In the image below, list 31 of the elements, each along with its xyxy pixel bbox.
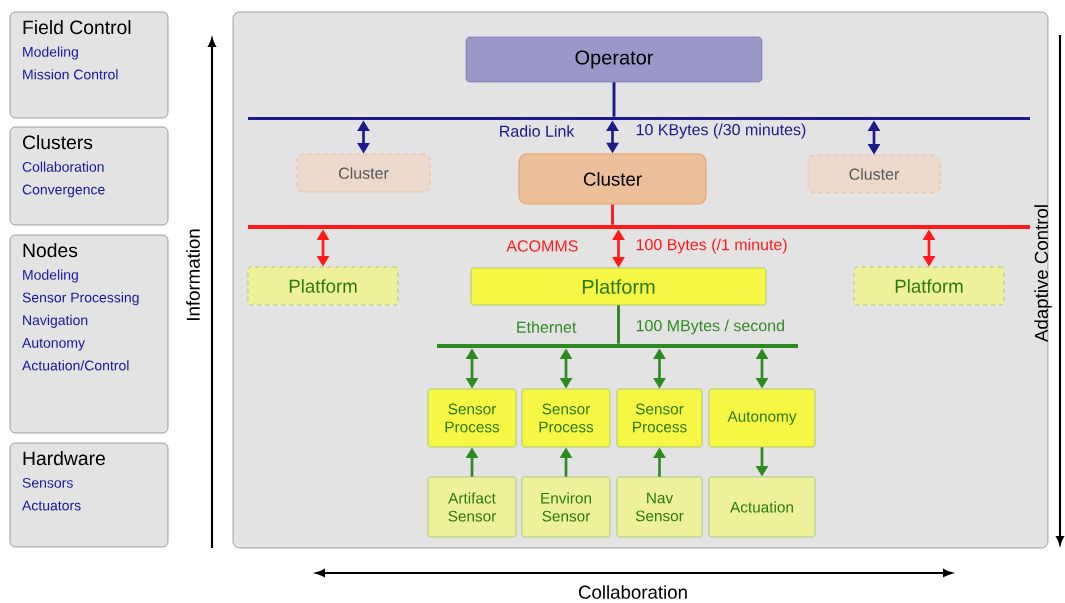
axis-label: Collaboration: [578, 585, 687, 599]
level-box: Nodes Modeling Sensor Processing Navigation Autonomy Actuation/Control: [9, 234, 169, 434]
module-box: Nav Sensor: [616, 476, 703, 538]
axis-label: Adaptive Control: [1034, 205, 1052, 342]
connector-line: [611, 204, 614, 225]
module-box: Actuation: [708, 476, 816, 538]
cluster-box: Cluster: [518, 153, 707, 205]
module-box: Sensor Process: [521, 388, 611, 448]
operator-box: Operator: [465, 36, 763, 83]
bus-label: ACOMMS: [506, 240, 578, 252]
module-box: Sensor Process: [427, 388, 517, 448]
bus-label: 100 MBytes / second: [636, 319, 784, 335]
bus-label: Radio Link: [500, 125, 575, 137]
module-box: Artifact Sensor: [427, 476, 517, 538]
level-box: Field Control Modeling Mission Control: [9, 11, 169, 119]
module-box: Sensor Process: [616, 388, 703, 448]
bus-label: 10 KBytes (/30 minutes): [636, 123, 806, 139]
platform-box: Platform: [470, 267, 767, 306]
cluster-box: Cluster: [807, 154, 941, 194]
level-box: Hardware Sensors Actuators: [9, 442, 169, 548]
bus-label: Ethernet: [517, 321, 577, 333]
module-box: Autonomy: [708, 388, 816, 448]
connector-line: [612, 82, 616, 117]
cluster-box: Cluster: [296, 153, 431, 193]
connector-line: [617, 305, 620, 344]
module-box: Environ Sensor: [521, 476, 611, 538]
bus-label: 100 Bytes (/1 minute): [636, 238, 787, 254]
axis-label: Information: [186, 229, 200, 320]
platform-box: Platform: [853, 266, 1005, 306]
platform-box: Platform: [247, 266, 399, 306]
level-box: Clusters Collaboration Convergence: [9, 126, 169, 226]
